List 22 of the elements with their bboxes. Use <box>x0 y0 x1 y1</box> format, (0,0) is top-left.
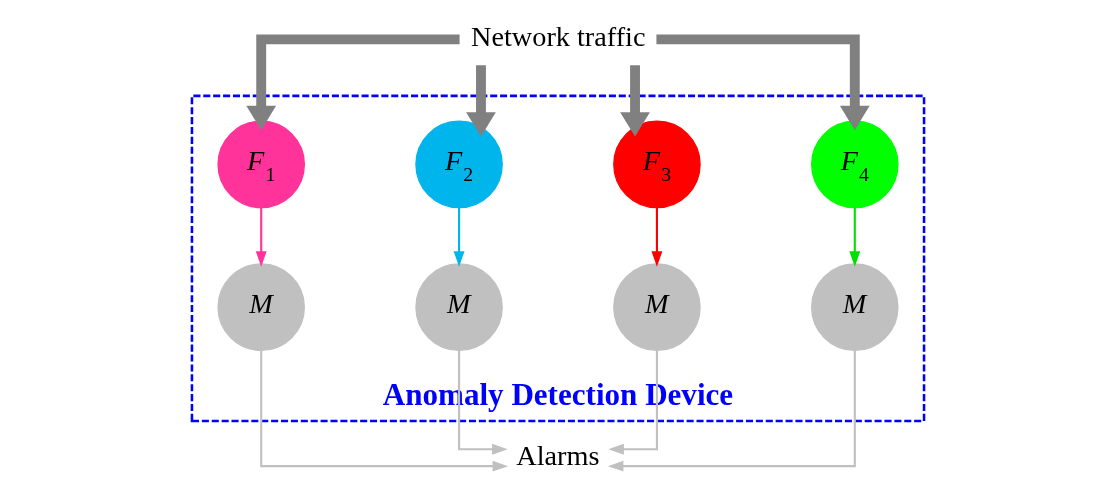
node-circle: F$_{3}$ <box>612 120 701 209</box>
node-circle: M <box>810 263 899 351</box>
arrow <box>607 350 658 455</box>
arrow <box>457 350 508 455</box>
node-circle: M <box>612 263 701 351</box>
arrow <box>453 207 465 267</box>
arrow <box>255 207 267 267</box>
arrow <box>619 65 650 137</box>
node-text: Alarms <box>515 439 599 471</box>
arrow <box>465 65 496 137</box>
node-circle: F$_{2}$ <box>414 120 503 209</box>
arrow <box>245 34 460 131</box>
node-circle: M <box>216 263 305 351</box>
node-circle: M <box>414 263 503 351</box>
arrow <box>650 207 662 267</box>
node-circle: F$_{4}$ <box>810 120 899 209</box>
arrow <box>655 34 870 131</box>
node-text: Network traffic <box>470 21 645 53</box>
node-circle: F$_{1}$ <box>216 120 305 209</box>
arrow <box>259 350 508 472</box>
arrow <box>848 207 860 267</box>
arrow <box>607 350 856 472</box>
